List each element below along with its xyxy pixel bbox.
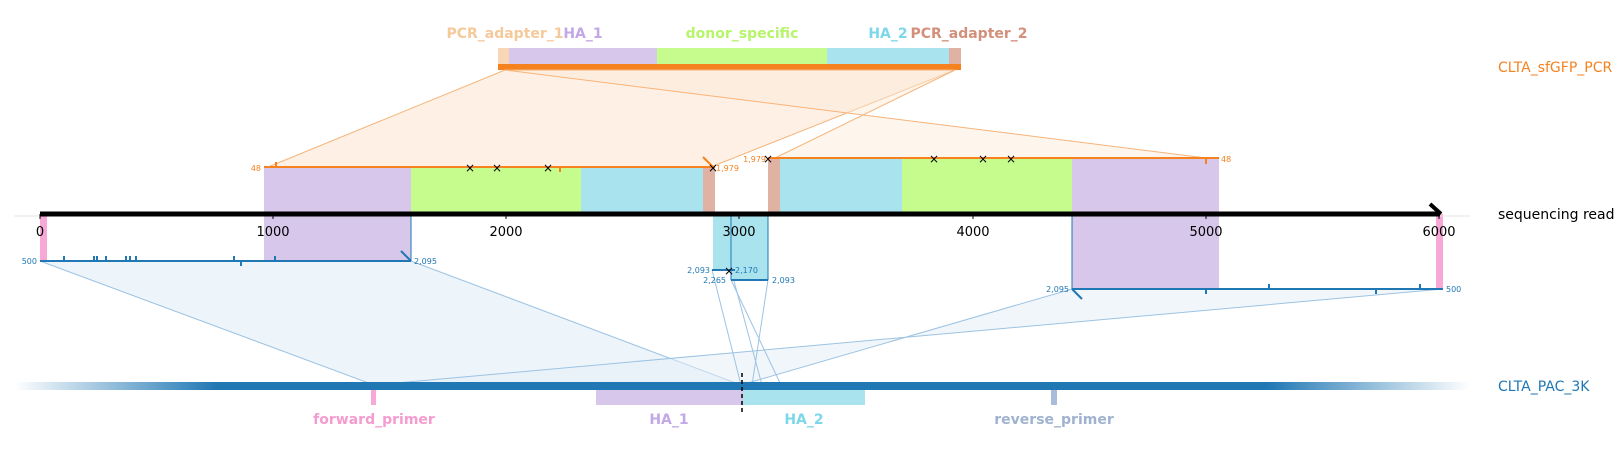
top-label-pcr-adapter-2: PCR_adapter_2 [910, 26, 1027, 42]
pac-fan-line [730, 269, 763, 386]
bottom-reference-bar [14, 382, 1470, 390]
read-arrow-head [1428, 202, 1443, 216]
sequencing-read-axis: 0 1000 2000 3000 4000 5000 6000 sequenci… [14, 202, 1614, 240]
right-mismatch-mark: × [978, 152, 988, 166]
read-tick-label: 2000 [489, 225, 522, 240]
top-ha2-block [827, 48, 949, 64]
pac-fan-line [730, 279, 782, 386]
left-mismatch-mark: × [492, 161, 502, 175]
right-mismatch-mark: × [929, 152, 939, 166]
read-tick-label: 0 [36, 225, 44, 240]
pcr-mapping-fans [267, 69, 1207, 168]
top-pcr-adapter-2-block [949, 48, 961, 64]
top-label-donor-specific: donor_specific [686, 26, 799, 42]
bottom-reference: forward_primer HA_1 HA_2 reverse_primer … [14, 373, 1590, 428]
pac-right-indel-ticks [1205, 284, 1421, 294]
top-label-ha1: HA_1 [563, 26, 602, 42]
top-label-ha2: HA_2 [868, 26, 907, 42]
pac-left-end-flag [400, 250, 412, 262]
read-ticks [39, 214, 1440, 219]
left-ha2-block [581, 167, 703, 214]
top-pcr-adapter-1-block [498, 48, 509, 64]
bottom-label-forward-primer: forward_primer [313, 412, 435, 428]
pac-left-indel-ticks [63, 256, 276, 266]
pac-mid-label-c: 2,265 [703, 276, 726, 285]
left-mismatch-mark: × [543, 161, 553, 175]
read-tick-label: 6000 [1422, 225, 1455, 240]
left-mismatch-mark: × [708, 161, 718, 175]
left-pcr-start-label: 48 [251, 164, 261, 173]
pac-left-ha1-block [264, 214, 411, 261]
top-reference: PCR_adapter_1 HA_1 donor_specific HA_2 P… [446, 26, 1612, 76]
top-label-pcr-adapter-1: PCR_adapter_1 [446, 26, 563, 42]
right-pac-alignment: 2,095 500 [1046, 214, 1461, 300]
left-mismatch-mark: × [465, 161, 475, 175]
read-tick-label: 3000 [722, 225, 755, 240]
bottom-reference-name: CLTA_PAC_3K [1498, 379, 1590, 395]
top-ha1-block [509, 48, 657, 64]
pac-left-start-label: 500 [22, 257, 37, 266]
bottom-reverse-primer-block [1051, 389, 1057, 405]
left-pcr-alignment: 48 1,979 × × × × [251, 156, 739, 214]
right-mismatch-mark: × [1006, 152, 1016, 166]
bottom-forward-primer-block [371, 389, 376, 405]
pac-mid-ha2-block-2 [731, 214, 768, 280]
read-tick-label: 1000 [256, 225, 289, 240]
pac-mid-mismatch-mark: × [724, 264, 734, 278]
left-pcr-end-flag [702, 156, 714, 168]
pac-left-end-label: 2,095 [414, 257, 437, 266]
pac-mid-label-a: 2,093 [687, 266, 710, 275]
right-ha1-block [1072, 158, 1219, 214]
bottom-label-reverse-primer: reverse_primer [994, 412, 1114, 428]
right-pcr-alignment: 1,979 48 × × × × [743, 152, 1231, 214]
pac-fan-line [711, 269, 742, 386]
pac-right-start-flag [1071, 288, 1083, 300]
left-pcr-end-label: 1,979 [716, 164, 739, 173]
right-donor-block [902, 158, 1072, 214]
bottom-label-ha2: HA_2 [784, 412, 823, 428]
bottom-label-ha1: HA_1 [649, 412, 688, 428]
top-donor-block [657, 48, 827, 64]
right-pcr-start-label: 1,979 [743, 155, 766, 164]
bottom-ha2-block [743, 389, 865, 405]
middle-pac-alignment: × 2,093 2,170 2,265 2,093 [687, 214, 795, 285]
read-tick-label: 4000 [956, 225, 989, 240]
read-name: sequencing read [1498, 207, 1614, 223]
left-ha1-block [264, 167, 411, 214]
bottom-ha1-block [596, 389, 743, 405]
pac-right-forward-primer-block [1436, 214, 1443, 289]
left-pac-alignment: 500 2,095 [22, 214, 437, 266]
right-mismatch-mark: × [763, 152, 773, 166]
read-tick-label: 5000 [1189, 225, 1222, 240]
top-reference-name: CLTA_sfGFP_PCR [1498, 60, 1612, 76]
left-adapter2-block [703, 167, 715, 214]
pac-mid-label-b: 2,170 [735, 266, 758, 275]
right-pcr-end-label: 48 [1221, 155, 1231, 164]
pac-right-end-label: 500 [1446, 285, 1461, 294]
pac-mid-label-d: 2,093 [772, 276, 795, 285]
left-donor-block [411, 167, 581, 214]
pac-right-start-label: 2,095 [1046, 285, 1069, 294]
top-pcr-bar [498, 64, 961, 70]
pac-mid-ha2-block [713, 214, 731, 270]
right-adapter2-block [768, 158, 780, 214]
pac-fan-line [751, 279, 769, 386]
pac-left-forward-primer-block [40, 214, 47, 261]
pac-right-ha1-block [1072, 214, 1219, 289]
right-ha2-block [780, 158, 902, 214]
